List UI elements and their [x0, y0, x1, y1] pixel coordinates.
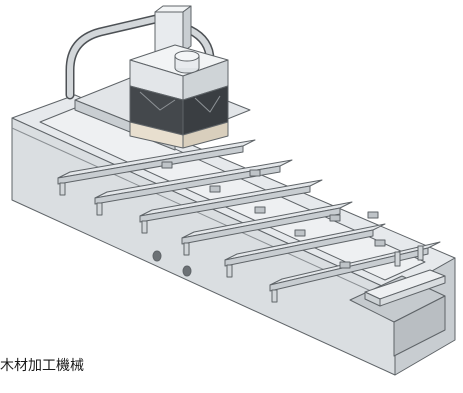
clamp-blocks: [161, 161, 386, 269]
workpiece: [364, 269, 446, 307]
figure-caption: 木材加工機械: [0, 358, 84, 374]
rail-feet: [59, 182, 424, 303]
machine-base: [11, 94, 456, 376]
machining-head: [129, 44, 229, 149]
table-rails: [57, 139, 441, 292]
